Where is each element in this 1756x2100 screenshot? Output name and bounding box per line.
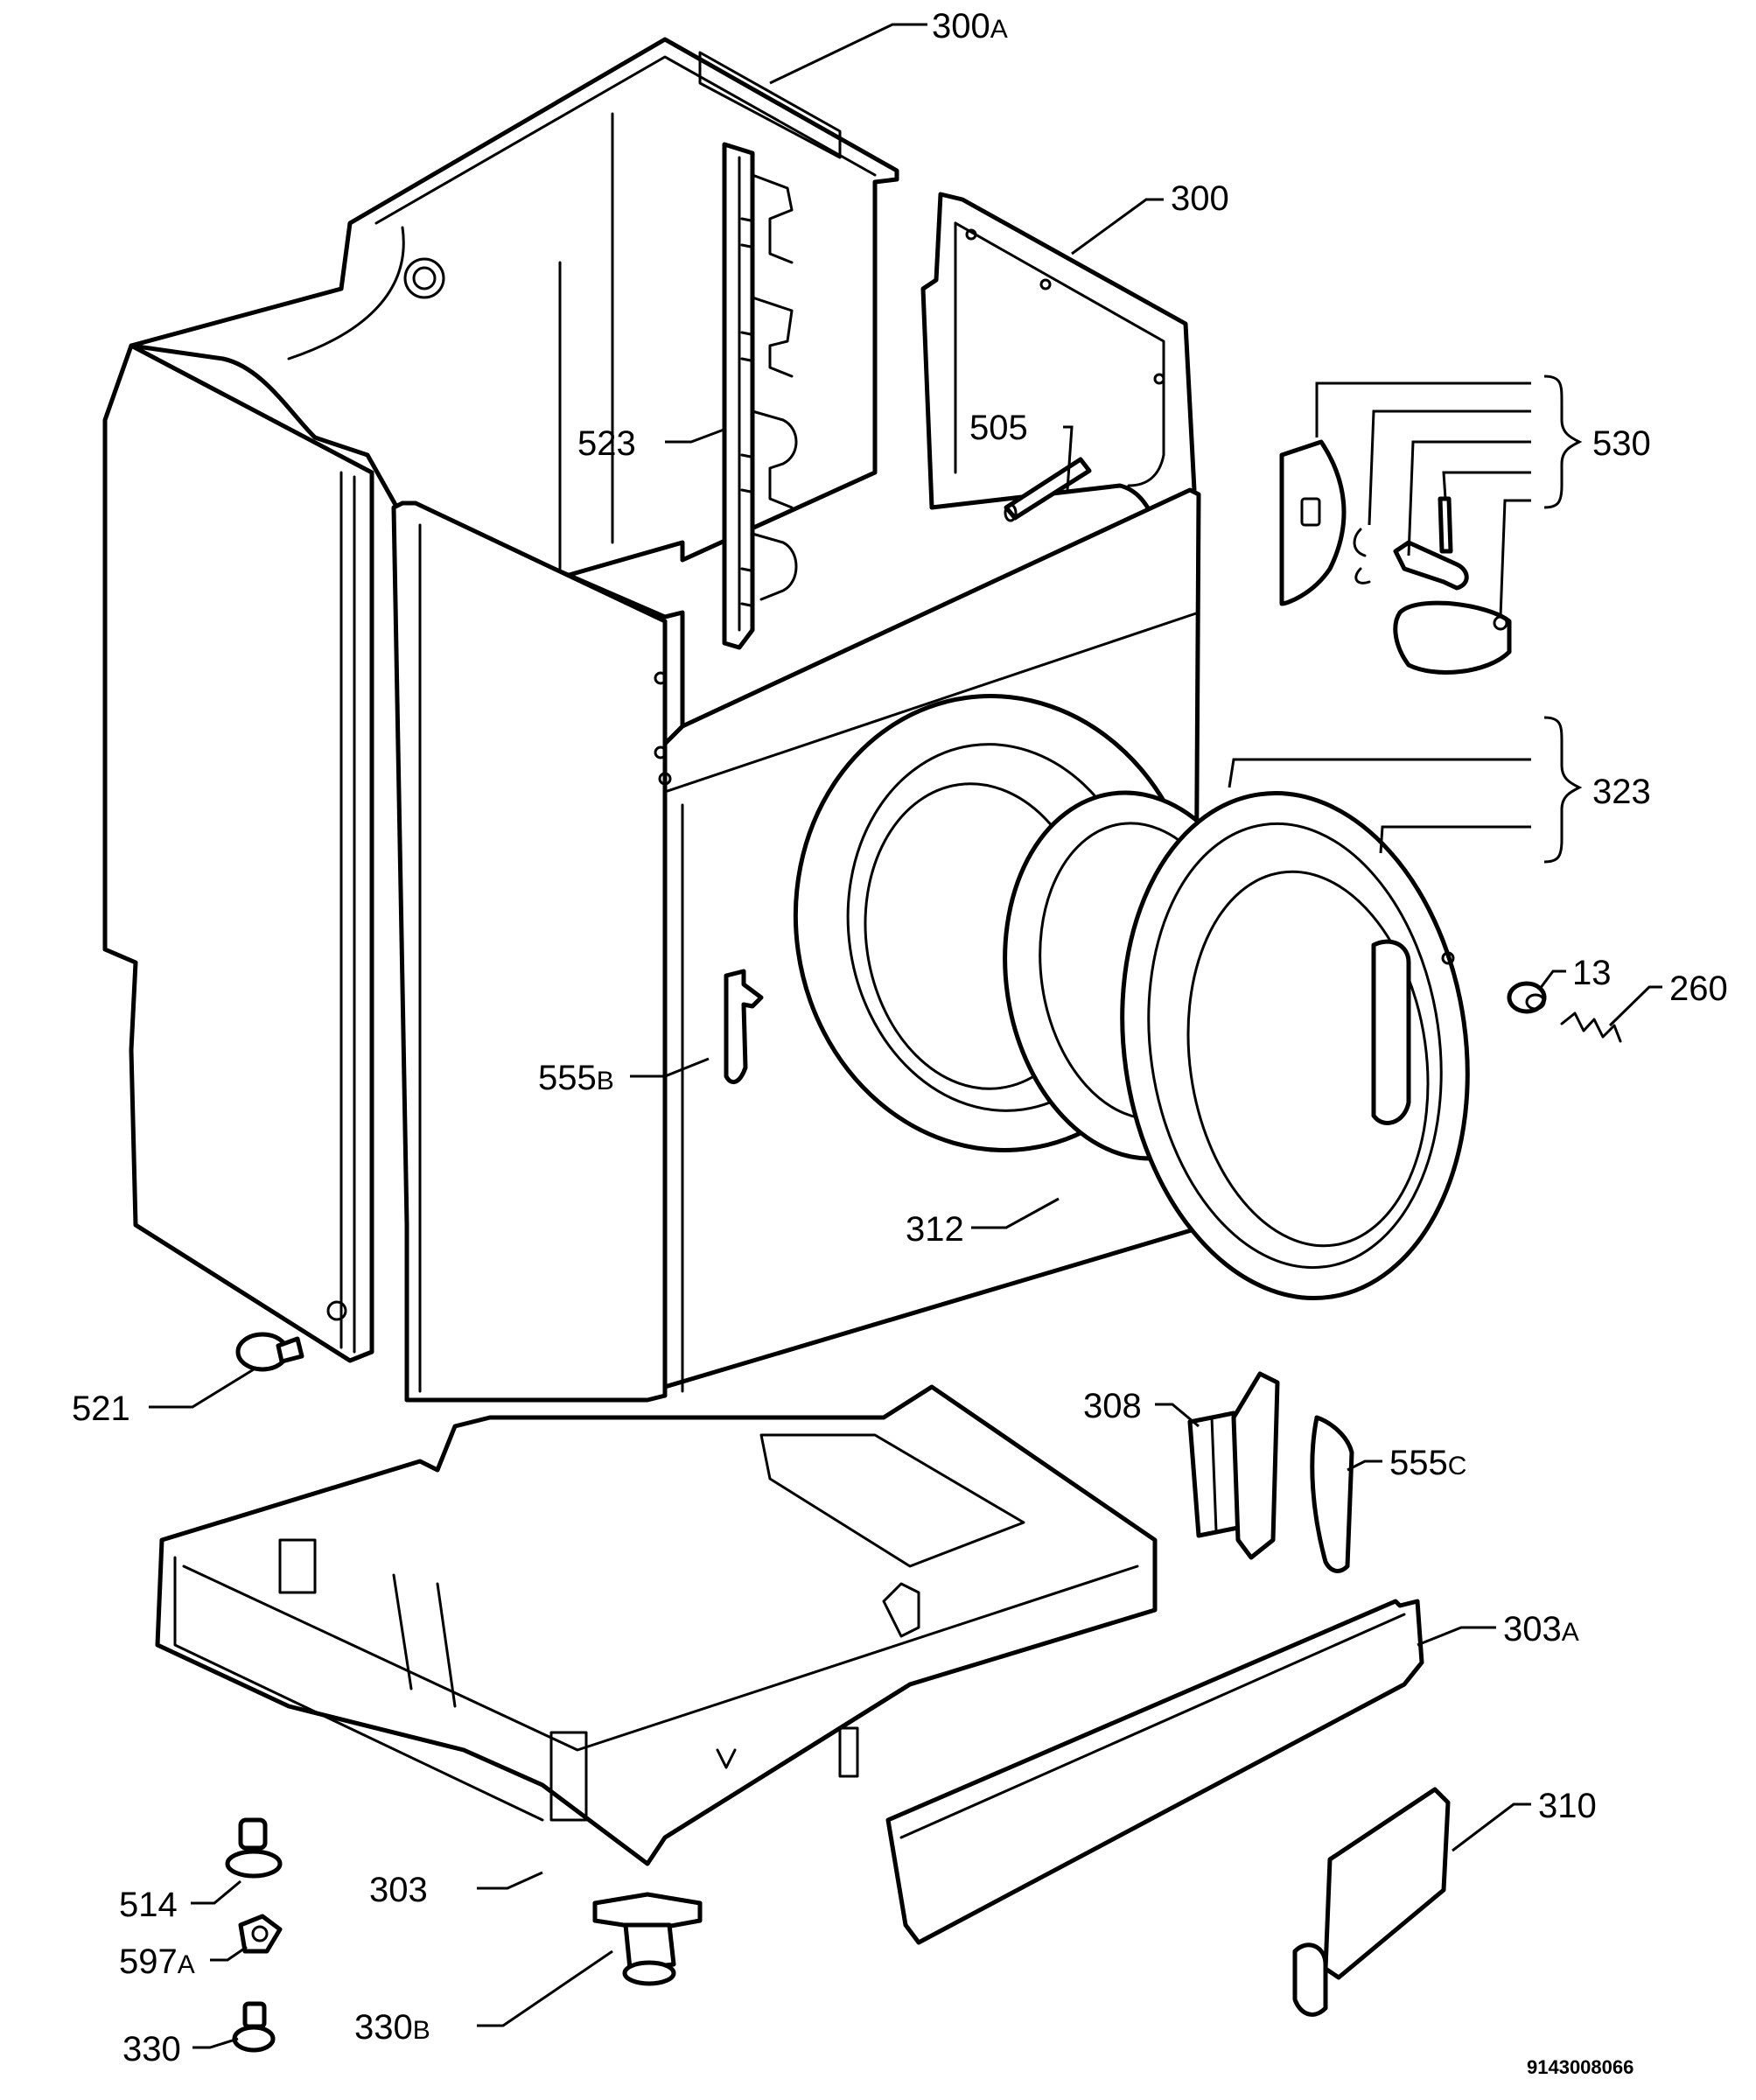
label-523: 523	[577, 424, 636, 463]
label-530: 530	[1592, 424, 1651, 463]
nut-597a-part	[238, 1914, 283, 1954]
label-323: 323	[1592, 773, 1651, 811]
label-300a: 300A	[932, 7, 1008, 46]
flap-310-part	[1292, 1787, 1451, 2017]
side-rail-part	[722, 142, 798, 650]
label-312: 312	[906, 1210, 964, 1249]
left-side-panel-part	[102, 343, 374, 1363]
foot-330b-part	[592, 1892, 703, 1986]
label-330: 330	[122, 2030, 181, 2068]
part-labels: 300A 300 523 505 530 323 13 260 555B 312…	[72, 7, 1728, 2068]
screw-521-part	[235, 1332, 304, 1372]
label-13: 13	[1572, 954, 1612, 992]
label-521: 521	[72, 1390, 130, 1428]
bolt-514-part	[225, 1817, 283, 1879]
clip-555b-part	[724, 969, 764, 1084]
label-514: 514	[119, 1886, 178, 1924]
label-300: 300	[1171, 179, 1229, 218]
hinge-308-part	[1187, 1371, 1280, 1560]
kick-plate-303a-part	[885, 1599, 1424, 1945]
door-part	[1120, 791, 1470, 1300]
label-555c: 555C	[1389, 1444, 1466, 1482]
bushing-13-part	[1507, 981, 1547, 1014]
document-number: 9143008066	[1527, 2056, 1634, 2078]
brace-530	[1543, 374, 1583, 509]
label-303: 303	[369, 1871, 428, 1909]
brace-323	[1543, 716, 1583, 864]
rear-frame-part	[129, 37, 899, 580]
clip-555c-part	[1310, 1415, 1354, 1573]
label-505: 505	[969, 409, 1028, 447]
label-330b: 330B	[354, 2008, 430, 2047]
label-260: 260	[1669, 970, 1728, 1008]
label-308: 308	[1083, 1387, 1142, 1425]
label-310: 310	[1538, 1787, 1597, 1825]
bolt-330-part	[232, 2001, 276, 2053]
door-handle-assembly-part	[1279, 439, 1512, 675]
base-frame-part	[155, 1384, 1158, 1866]
label-597a: 597A	[119, 1942, 195, 1981]
leader-lines	[149, 23, 1662, 2049]
spring-260-part	[1560, 1012, 1622, 1043]
label-303a: 303A	[1503, 1610, 1579, 1648]
label-555b: 555B	[538, 1059, 614, 1097]
